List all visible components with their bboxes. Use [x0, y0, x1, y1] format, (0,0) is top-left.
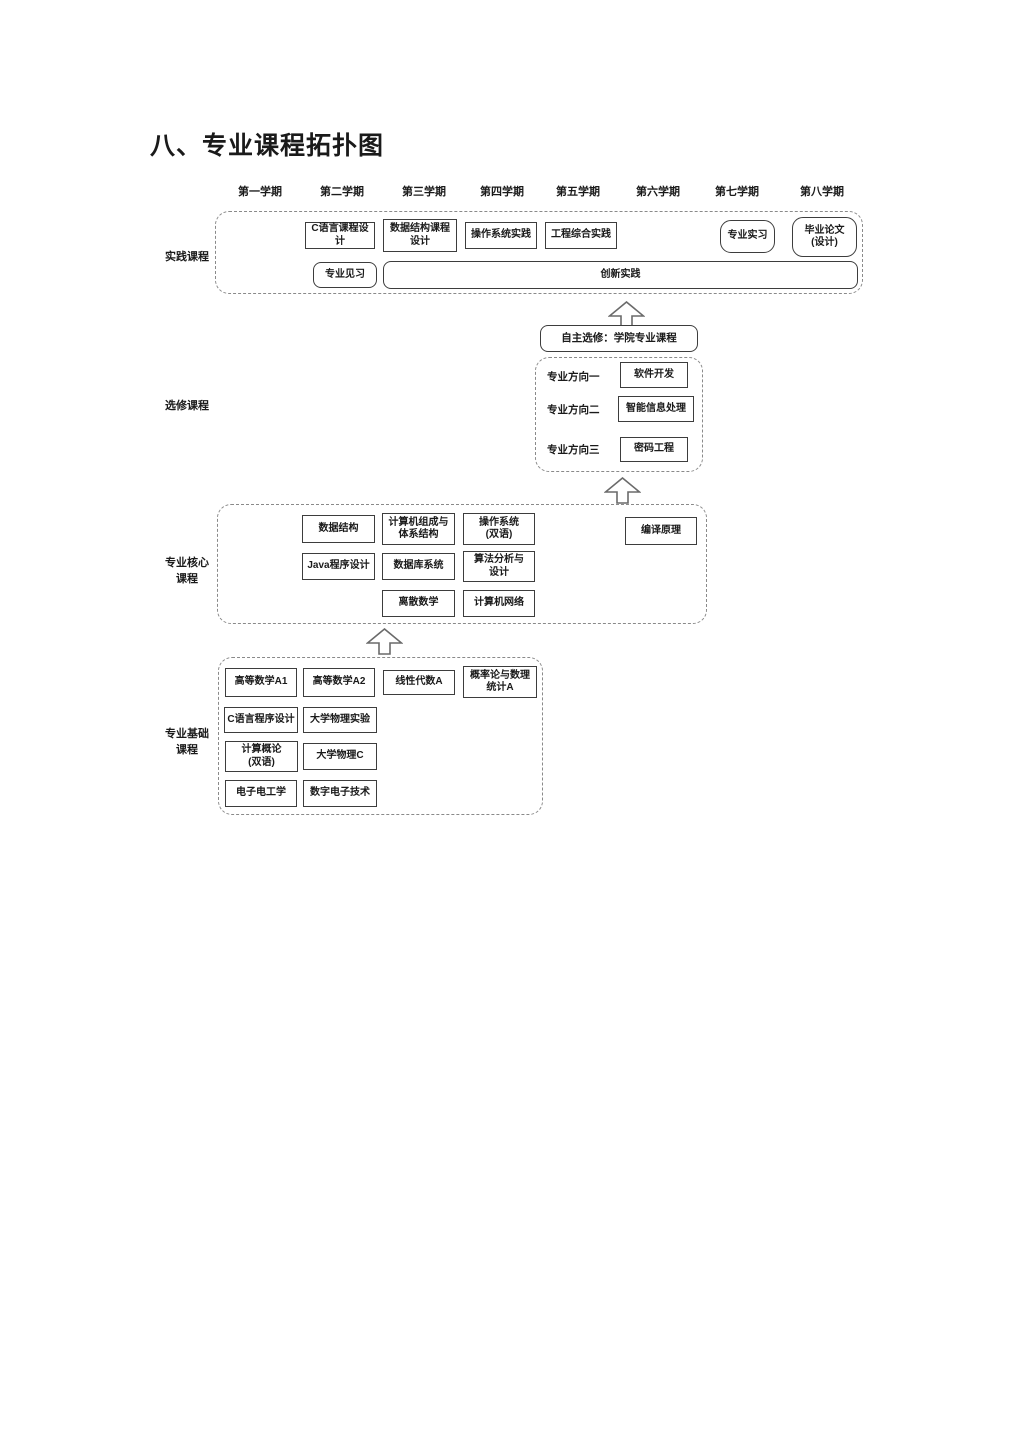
course-box-physics-experiment: 大学物理实验 — [303, 707, 377, 733]
semester-header-6: 第六学期 — [636, 186, 680, 198]
course-box-database-system: 数据库系统 — [382, 553, 455, 580]
course-box-java-programming: Java程序设计 — [302, 553, 375, 580]
self-select-banner: 自主选修：学院专业课程 — [540, 325, 698, 352]
semester-header-2: 第二学期 — [320, 186, 364, 198]
course-box-data-structure: 数据结构 — [302, 515, 375, 543]
semester-header-5: 第五学期 — [556, 186, 600, 198]
course-box-operating-system: 操作系统 (双语) — [463, 513, 535, 545]
direction-1-label: 专业方向一 — [547, 371, 600, 383]
course-box-innovation-practice: 创新实践 — [383, 261, 858, 289]
course-box-computer-network: 计算机网络 — [463, 590, 535, 617]
course-box-internship: 专业实习 — [720, 220, 775, 253]
course-box-data-structure-course-design: 数据结构课程 设计 — [383, 219, 457, 252]
course-box-physics-c: 大学物理C — [303, 743, 377, 770]
page-title: 八、专业课程拓扑图 — [150, 132, 385, 160]
course-box-probability-statistics: 概率论与数理 统计A — [463, 666, 537, 698]
course-box-c-language-programming: C语言程序设计 — [224, 707, 298, 733]
semester-header-3: 第三学期 — [402, 186, 446, 198]
course-box-advanced-math-a1: 高等数学A1 — [225, 668, 297, 697]
course-box-intelligent-info-processing: 智能信息处理 — [618, 396, 694, 422]
course-box-advanced-math-a2: 高等数学A2 — [303, 668, 375, 697]
course-box-compiler-principles: 编译原理 — [625, 517, 697, 545]
course-box-computing-introduction: 计算概论 (双语) — [225, 741, 298, 772]
course-box-electronics-engineering: 电子电工学 — [225, 780, 297, 807]
course-box-digital-electronics: 数字电子技术 — [303, 780, 377, 807]
course-box-software-development: 软件开发 — [620, 362, 688, 388]
semester-header-4: 第四学期 — [480, 186, 524, 198]
course-box-algorithm-analysis: 算法分析与 设计 — [463, 551, 535, 582]
course-box-graduation-thesis: 毕业论文 (设计) — [792, 217, 857, 257]
elective-section-label: 选修课程 — [165, 400, 209, 412]
up-arrow-icon — [608, 301, 645, 328]
course-box-linear-algebra: 线性代数A — [383, 670, 455, 695]
semester-header-8: 第八学期 — [800, 186, 844, 198]
course-box-c-language-course-design: C语言课程设计 — [305, 222, 375, 249]
course-box-discrete-math: 离散数学 — [382, 590, 455, 617]
foundation-section-label: 专业基础 课程 — [165, 728, 209, 756]
course-box-engineering-practice: 工程综合实践 — [545, 222, 617, 249]
course-box-os-practice: 操作系统实践 — [465, 222, 537, 249]
practice-section-label: 实践课程 — [165, 251, 209, 263]
course-box-cryptography-engineering: 密码工程 — [620, 437, 688, 462]
course-box-computer-organization: 计算机组成与 体系结构 — [382, 513, 455, 545]
semester-header-7: 第七学期 — [715, 186, 759, 198]
direction-3-label: 专业方向三 — [547, 444, 600, 456]
up-arrow-icon — [366, 628, 403, 655]
course-box-trainee: 专业见习 — [313, 262, 377, 288]
core-section-label: 专业核心 课程 — [165, 557, 209, 585]
semester-header-1: 第一学期 — [238, 186, 282, 198]
direction-2-label: 专业方向二 — [547, 404, 600, 416]
up-arrow-icon — [604, 477, 641, 504]
